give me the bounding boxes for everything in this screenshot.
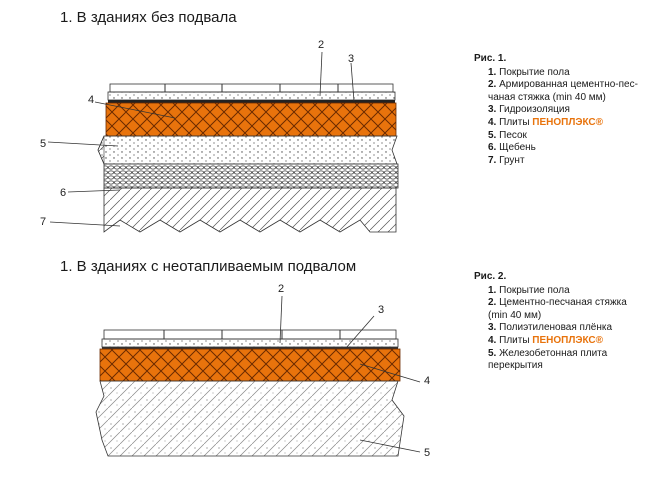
soil-layer (103, 187, 397, 233)
legend-item-4: 4. Плиты ПЕНОПЛЭКС® (488, 116, 604, 128)
legend-item-1: 1. Покрытие пола (488, 66, 570, 78)
sand-layer (97, 135, 398, 165)
legend-item-2: 2. Цементно-песчаная стяжка (488, 297, 627, 309)
legend-item-5: 5. Железобетонная плита (488, 347, 608, 359)
gravel-layer (103, 163, 399, 189)
figure-2-legend: Рис. 2. 1. Покрытие пола 2. Цементно-пес… (474, 271, 659, 373)
polyethylene-film-layer (102, 347, 398, 349)
floor-covering-layer (109, 83, 394, 93)
insulation-layer (105, 102, 397, 137)
insulation-layer (99, 348, 401, 382)
figure-1-legend: Рис. 1. 1. Покрытие пола 2. Армированная… (474, 53, 659, 167)
legend-item-2: 2. Армированная цементно-пес- (488, 79, 638, 91)
figure-1-callouts: 2 3 4 5 6 7 (40, 39, 355, 228)
figure-2: 2 3 4 5 (95, 283, 430, 459)
callout-7: 7 (40, 216, 46, 228)
legend-item-5: 5. Песок (488, 129, 527, 141)
callout-4: 4 (88, 94, 94, 106)
concrete-slab-layer (95, 380, 405, 457)
legend-item-7: 7. Грунт (488, 154, 525, 166)
callout-5: 5 (424, 447, 430, 459)
legend-caption: Рис. 2. (474, 271, 507, 282)
section-1-title: 1. В зданиях без подвала (60, 9, 237, 26)
callout-3: 3 (348, 53, 354, 65)
screed-layer (107, 91, 396, 101)
legend-item-2-cont: (min 40 мм) (488, 309, 542, 321)
brand-name: ПЕНОПЛЭКС® (532, 334, 604, 346)
figure-1: 2 3 4 5 6 7 (40, 39, 399, 233)
legend-item-3: 3. Полиэтиленовая плёнка (488, 322, 613, 334)
legend-caption: Рис. 1. (474, 53, 507, 64)
floor-covering-layer (103, 329, 397, 340)
brand-name: ПЕНОПЛЭКС® (532, 116, 604, 128)
legend-item-4: 4. Плиты ПЕНОПЛЭКС® (488, 334, 604, 346)
callout-2: 2 (318, 39, 324, 51)
callout-4: 4 (424, 375, 430, 387)
screed-layer (101, 338, 399, 348)
section-2-title: 1. В зданиях с неотапливаемым подвалом (60, 258, 357, 275)
legend-item-5-cont: перекрытия (488, 360, 543, 372)
callout-2: 2 (278, 283, 284, 295)
legend-item-2-cont: чаная стяжка (min 40 мм) (488, 91, 606, 103)
waterproofing-layer (108, 100, 395, 103)
figure-2-callouts: 2 3 4 5 (278, 283, 430, 459)
legend-item-6: 6. Щебень (488, 142, 536, 154)
legend-item-3: 3. Гидроизоляция (488, 104, 570, 116)
legend-item-1: 1. Покрытие пола (488, 284, 570, 296)
callout-6: 6 (60, 187, 66, 199)
callout-5: 5 (40, 138, 46, 150)
callout-3: 3 (378, 304, 384, 316)
